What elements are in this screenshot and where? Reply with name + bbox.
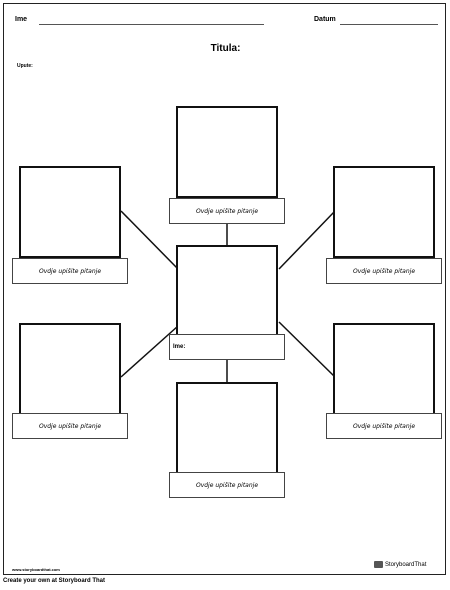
top-question-field[interactable]: Ovdje upišite pitanje [169, 198, 285, 224]
name-input-line[interactable] [39, 24, 264, 25]
center-picture-box[interactable] [176, 245, 278, 337]
top-picture-box[interactable] [176, 106, 278, 198]
storyboard-logo-icon [374, 561, 383, 568]
brand-logo: StoryboardThat [374, 561, 426, 568]
page-title: Titula: [210, 43, 241, 54]
right-upper-question-field[interactable]: Ovdje upišite pitanje [326, 258, 442, 284]
left-lower-picture-box[interactable] [19, 323, 121, 415]
date-input-line[interactable] [340, 24, 438, 25]
date-label: Datum [314, 16, 336, 23]
left-upper-question-field[interactable]: Ovdje upišite pitanje [12, 258, 128, 284]
instructions-label: Upute: [17, 63, 33, 69]
connector-left-upper [120, 210, 179, 270]
create-your-own-link[interactable]: Create your own at Storyboard That [3, 578, 106, 584]
name-label: Ime [15, 16, 28, 23]
bottom-question-field[interactable]: Ovdje upišite pitanje [169, 472, 285, 498]
spider-map-connectors [120, 210, 336, 382]
center-name-field[interactable]: Ime: [169, 334, 285, 360]
right-upper-picture-box[interactable] [333, 166, 435, 258]
left-lower-question-field[interactable]: Ovdje upišite pitanje [12, 413, 128, 439]
site-watermark: www.storyboardthat.com [12, 567, 60, 572]
left-upper-picture-box[interactable] [19, 166, 121, 258]
connector-left-lower [120, 325, 179, 378]
bottom-picture-box[interactable] [176, 382, 278, 474]
connector-right-lower [278, 321, 336, 378]
right-lower-picture-box[interactable] [333, 323, 435, 415]
connector-right-upper [278, 210, 336, 270]
brand-name: StoryboardThat [385, 561, 427, 568]
worksheet-page: Ime Datum Titula: Upute: Ovdje upišite p… [3, 3, 446, 575]
right-lower-question-field[interactable]: Ovdje upišite pitanje [326, 413, 442, 439]
